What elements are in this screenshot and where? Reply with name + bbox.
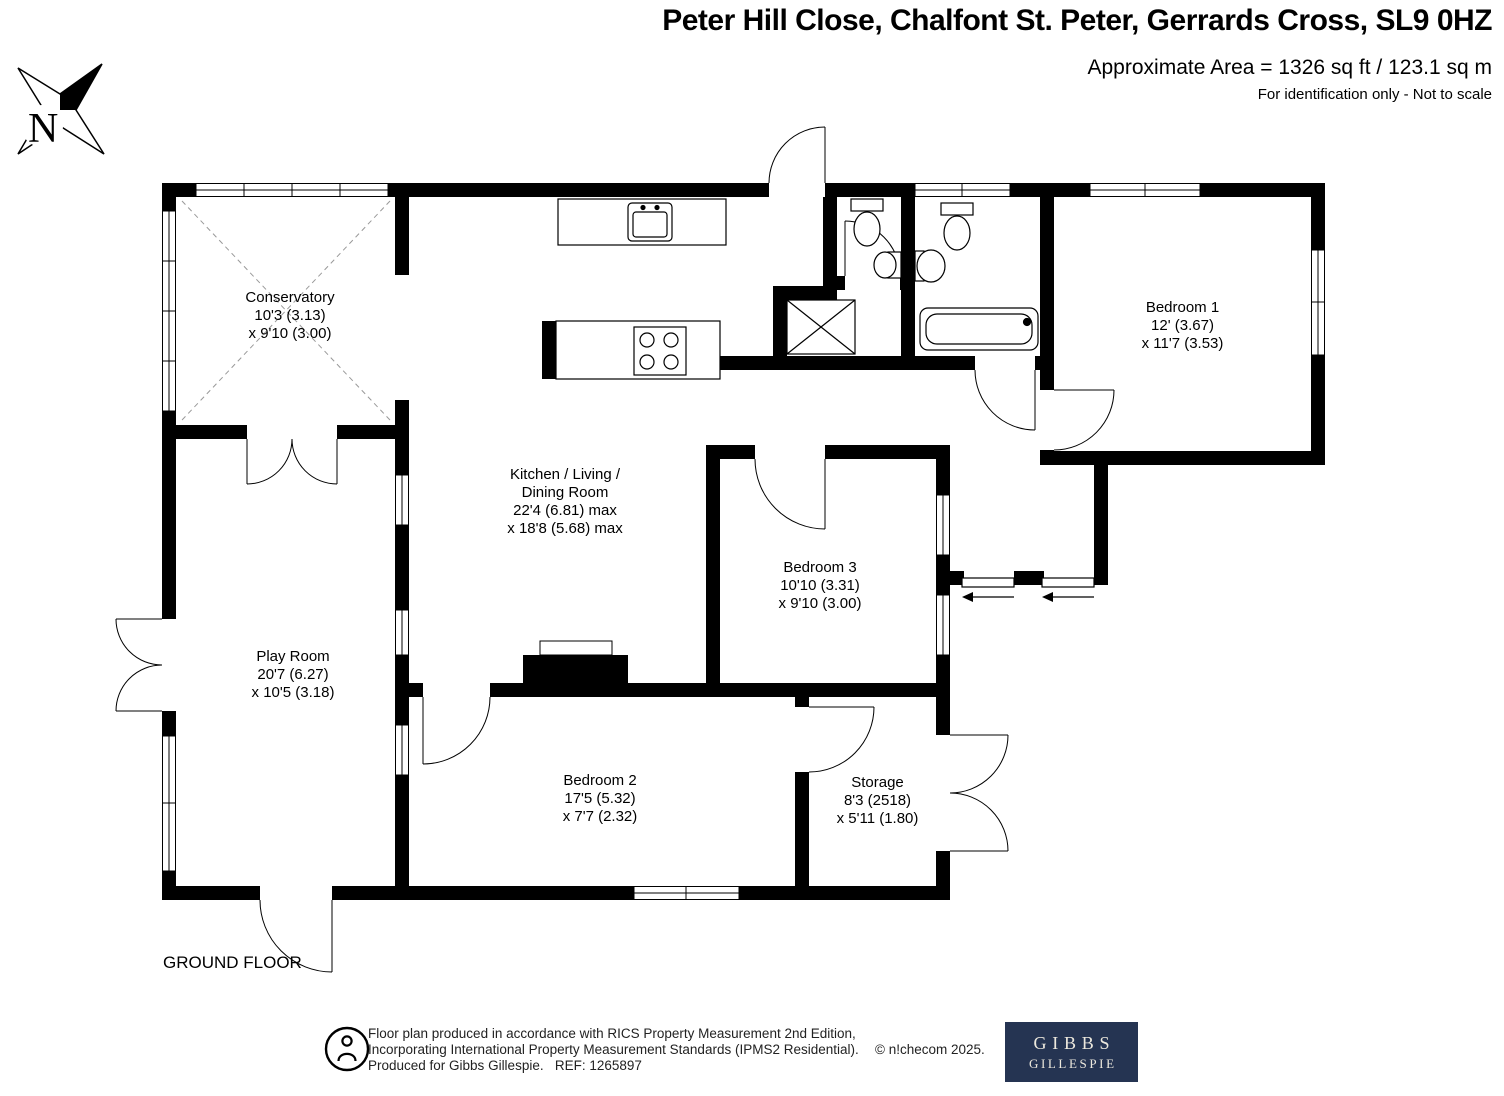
room-label-bedroom-1: Bedroom 1 12' (3.67) x 11'7 (3.53) [1085,299,1280,353]
copyright-text: © n!checom 2025. [875,1042,985,1057]
compass-icon: N [17,63,105,155]
window [1311,249,1325,356]
room-label-kitchen-living-dining: Kitchen / Living / Dining Room 22'4 (6.8… [460,466,670,538]
door-swing [768,126,826,184]
window [162,210,176,412]
windows [162,183,1325,900]
window [395,724,409,776]
room-name: Conservatory [245,289,335,306]
room-dimension: 17'5 (5.32) [564,790,636,807]
room-dimension: 12' (3.67) [1151,317,1214,334]
rics-note-line-2: Incorporating International Property Mea… [368,1042,859,1057]
room-dimension: x 9'10 (3.00) [778,595,862,612]
room-label-conservatory: Conservatory 10'3 (3.13) x 9'10 (3.00) [195,289,385,343]
toilet [940,202,974,251]
door-swing [422,696,491,765]
door-swing [808,706,875,773]
room-dimension: x 10'5 (3.18) [251,684,335,701]
door-swings [115,126,1115,973]
room-dimension: x 7'7 (2.32) [562,808,638,825]
kitchen-island-sink [557,198,727,246]
logo-line-1: GIBBS [1033,1032,1116,1053]
rics-note-line-3: Produced for Gibbs Gillespie. REF: 12658… [368,1058,642,1073]
room-name: Play Room [256,648,330,665]
producer-person-icon [324,1026,370,1072]
compass-label-bg [21,105,63,147]
room-name: Bedroom 1 [1145,299,1220,316]
door-swing [1053,389,1115,451]
room-name: Dining Room [521,484,609,501]
walls [162,183,1325,900]
disclaimer-text: For identification only - Not to scale [1257,86,1492,103]
hob [555,320,721,380]
window [1089,183,1201,197]
shower [786,299,856,355]
floor-label: GROUND FLOOR [163,953,302,972]
room-label-bedroom-2: Bedroom 2 17'5 (5.32) x 7'7 (2.32) [500,772,700,826]
room-dimension: 10'10 (3.31) [780,577,860,594]
rics-note-line-1: Floor plan produced in accordance with R… [368,1026,856,1041]
door-swing [974,369,1036,431]
window [633,886,740,900]
room-dimension: x 5'11 (1.80) [836,810,919,827]
toilet [850,198,884,247]
room-dimension: x 11'7 (3.53) [1141,335,1224,352]
room-label-storage: Storage 8'3 (2518) x 5'11 (1.80) [795,774,960,828]
gibbs-gillespie-logo: GIBBS GILLESPIE [1005,1022,1138,1082]
room-name: Kitchen / Living / [509,466,621,483]
sliding-door [1041,577,1095,602]
room-dimension: 20'7 (6.27) [257,666,329,683]
window [395,474,409,526]
window [914,183,1011,197]
window [936,594,950,656]
fixtures [555,198,1095,602]
bathtub [919,307,1039,351]
door-swing [754,458,826,530]
sliding-door [961,577,1015,602]
logo-line-2: GILLESPIE [1028,1055,1117,1071]
room-dimension: 22'4 (6.81) max [513,502,617,519]
door-swing [115,618,163,712]
room-dimension: 8'3 (2518) [843,792,912,809]
fireplace-hearth [539,640,613,656]
room-label-bedroom-3: Bedroom 3 10'10 (3.31) x 9'10 (3.00) [725,559,915,613]
room-dimension: x 18'8 (5.68) max [507,520,623,537]
fireplace [523,655,628,697]
window [195,183,389,197]
room-name: Bedroom 2 [563,772,637,789]
compass-north-label: N [28,106,58,152]
wash-basin [914,249,946,283]
room-dimension: x 9'10 (3.00) [248,325,332,342]
room-name: Storage [851,774,904,791]
window [162,735,176,872]
room-dimension: 10'3 (3.13) [254,307,326,324]
wash-basin [873,251,902,279]
page-title: Peter Hill Close, Chalfont St. Peter, Ge… [662,4,1492,37]
door-swing [949,734,1009,852]
window [936,494,950,556]
room-label-play-room: Play Room 20'7 (6.27) x 10'5 (3.18) [198,648,388,702]
window [395,609,409,656]
door-swing [259,899,333,973]
approximate-area-text: Approximate Area = 1326 sq ft / 123.1 sq… [1087,56,1493,79]
room-name: Bedroom 3 [783,559,857,576]
compass-north-arrow [60,64,102,110]
door-swing [246,438,338,485]
